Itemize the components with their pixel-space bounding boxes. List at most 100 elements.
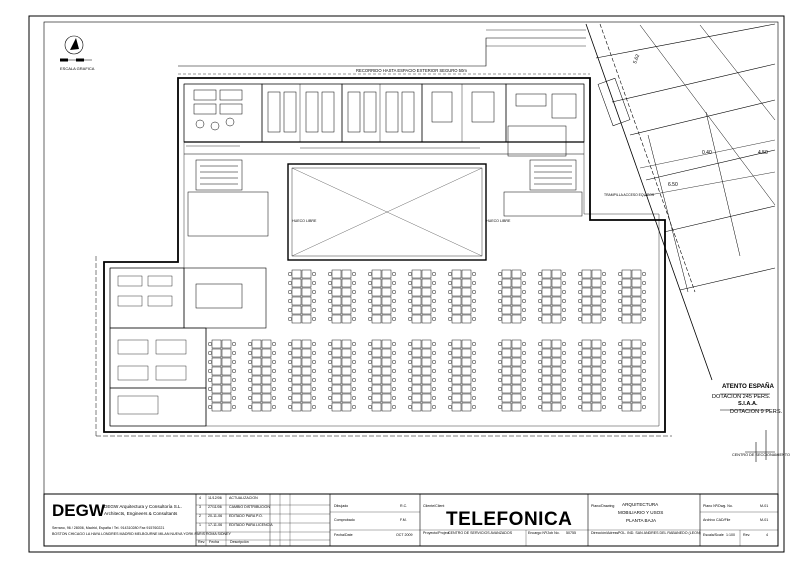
chair — [271, 350, 277, 356]
chair — [391, 395, 397, 401]
chair — [351, 395, 357, 401]
chair — [447, 359, 453, 365]
chair — [497, 404, 503, 410]
chair — [617, 341, 623, 347]
chair — [391, 271, 397, 277]
desk — [541, 269, 552, 279]
chair — [471, 350, 477, 356]
chair — [561, 298, 567, 304]
dimension-label: 6.50 — [668, 182, 678, 188]
chair — [311, 359, 317, 365]
desk — [341, 314, 352, 324]
desk — [421, 278, 432, 288]
desk — [451, 384, 462, 394]
desk — [221, 348, 232, 358]
chair — [351, 377, 357, 383]
scale-label-tb: Escala/Scale — [703, 533, 724, 537]
chair — [521, 289, 527, 295]
drawn-value: R.C. — [400, 504, 408, 508]
desk — [631, 278, 642, 288]
desk — [341, 296, 352, 306]
desk — [371, 366, 382, 376]
chair — [351, 307, 357, 313]
desk — [511, 366, 522, 376]
desk — [461, 305, 472, 315]
revision-date: 27/11/06 — [208, 505, 222, 509]
date-value: OCT 2009 — [396, 533, 413, 537]
chair — [471, 404, 477, 410]
revision-date: 17-11-06 — [208, 523, 223, 527]
desk — [501, 402, 512, 412]
desk — [451, 366, 462, 376]
chair — [271, 341, 277, 347]
desk — [301, 339, 312, 349]
chair — [391, 386, 397, 392]
desk — [341, 269, 352, 279]
desk — [381, 348, 392, 358]
desk — [291, 402, 302, 412]
chair — [247, 377, 253, 383]
desk — [541, 366, 552, 376]
desk — [211, 384, 222, 394]
desk — [371, 375, 382, 385]
chair — [431, 271, 437, 277]
desk — [421, 305, 432, 315]
chair — [521, 298, 527, 304]
chair — [537, 271, 543, 277]
chair — [641, 341, 647, 347]
desk — [411, 269, 422, 279]
dimension-label: 5.62 — [632, 53, 641, 64]
chair — [367, 298, 373, 304]
desk — [581, 296, 592, 306]
chair — [351, 271, 357, 277]
desk — [291, 384, 302, 394]
desk — [581, 375, 592, 385]
chair — [407, 289, 413, 295]
desk — [371, 339, 382, 349]
chair — [537, 316, 543, 322]
chair — [391, 289, 397, 295]
desk — [591, 314, 602, 324]
desk — [451, 314, 462, 324]
desk — [591, 384, 602, 394]
chair — [617, 280, 623, 286]
desk — [211, 339, 222, 349]
desk — [331, 366, 342, 376]
chair — [601, 271, 607, 277]
chair — [351, 404, 357, 410]
desk — [501, 269, 512, 279]
chair — [351, 298, 357, 304]
desk — [261, 375, 272, 385]
chair — [471, 368, 477, 374]
chair — [287, 386, 293, 392]
desk — [331, 314, 342, 324]
chair — [447, 298, 453, 304]
chair — [367, 404, 373, 410]
desk — [551, 366, 562, 376]
chair — [561, 307, 567, 313]
chair — [447, 341, 453, 347]
desk — [501, 314, 512, 324]
chair — [271, 386, 277, 392]
chair — [601, 280, 607, 286]
equipment-hatch-label: TRAMPILLA ACCESO EQUIPOS — [604, 193, 655, 197]
chair — [561, 271, 567, 277]
chair — [471, 377, 477, 383]
chair — [561, 368, 567, 374]
chair — [287, 307, 293, 313]
chair — [617, 289, 623, 295]
chair — [521, 316, 527, 322]
revision-description: ACTUALIZACION — [229, 496, 258, 500]
desk — [341, 402, 352, 412]
chair — [497, 341, 503, 347]
job-label: Encargo Nº/Job No. — [528, 531, 560, 535]
desk — [291, 348, 302, 358]
chair — [391, 359, 397, 365]
desk — [451, 305, 462, 315]
drawn-label: Dibujado — [334, 504, 349, 508]
chair — [641, 377, 647, 383]
desk — [461, 366, 472, 376]
chair — [287, 316, 293, 322]
occupant-capacity: DOTACION 245 PERS. — [712, 394, 771, 400]
desk — [251, 366, 262, 376]
